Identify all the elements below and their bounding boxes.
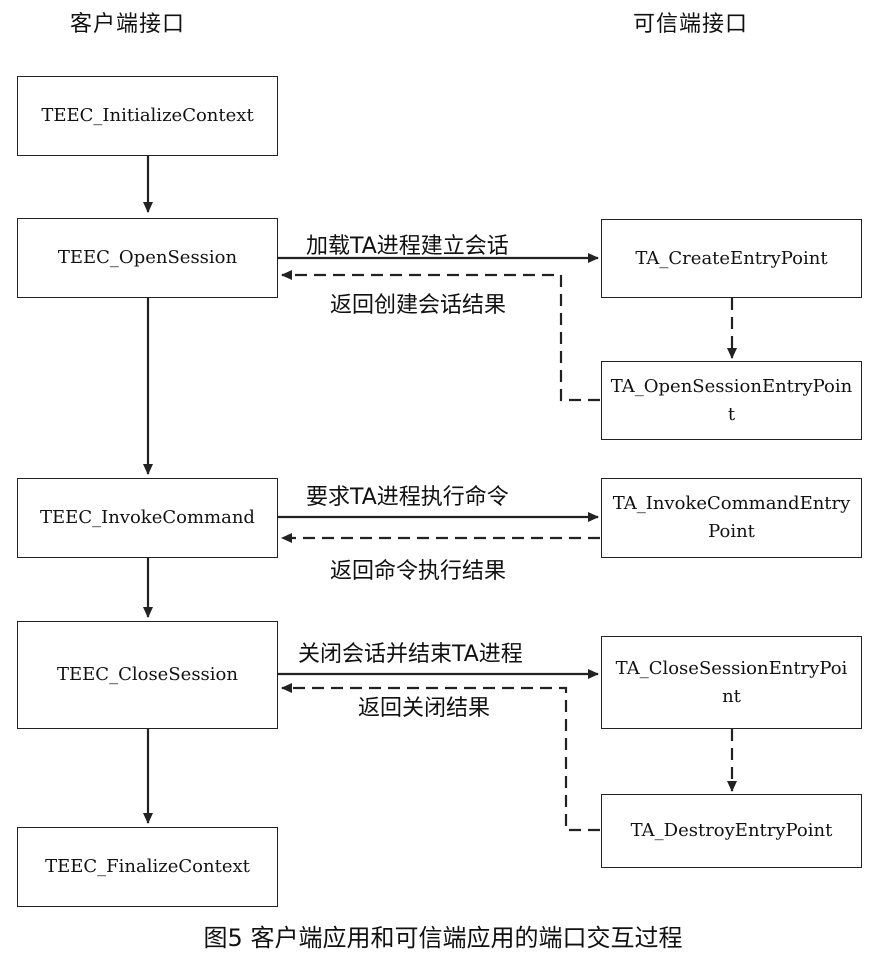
box-label: TA_OpenSessionEntryPoint: [610, 375, 853, 425]
box-label: TEEC_InitializeContext: [41, 105, 254, 126]
label-close-request: 关闭会话并结束TA进程: [298, 642, 523, 667]
box-ta-close-session-entry-point: TA_CloseSessionEntryPoint: [601, 636, 862, 729]
box-label: TEEC_CloseSession: [57, 664, 238, 685]
box-teec-open-session: TEEC_OpenSession: [17, 218, 278, 298]
client-heading: 客户端接口: [70, 12, 186, 37]
box-label: TEEC_InvokeCommand: [40, 507, 255, 528]
label-close-response: 返回关闭结果: [358, 696, 491, 721]
box-label: TA_DestroyEntryPoint: [630, 820, 833, 841]
figure-caption: 图5 客户端应用和可信端应用的端口交互过程: [203, 924, 683, 952]
box-teec-initialize-context: TEEC_InitializeContext: [17, 76, 278, 156]
label-open-response: 返回创建会话结果: [330, 293, 507, 318]
box-label: TEEC_FinalizeContext: [45, 856, 250, 877]
box-label: TEEC_OpenSession: [57, 247, 238, 268]
box-label: TA_CloseSessionEntryPoint: [615, 657, 848, 707]
arrow-open-response: [281, 270, 600, 402]
box-ta-destroy-entry-point: TA_DestroyEntryPoint: [601, 794, 862, 868]
label-open-request: 加载TA进程建立会话: [306, 234, 509, 259]
box-ta-open-session-entry-point: TA_OpenSessionEntryPoint: [601, 361, 862, 440]
box-ta-invoke-command-entry-point: TA_InvokeCommandEntryPoint: [601, 478, 862, 558]
box-teec-invoke-command: TEEC_InvokeCommand: [17, 478, 278, 558]
box-label: TA_CreateEntryPoint: [635, 247, 828, 269]
label-invoke-request: 要求TA进程执行命令: [306, 485, 509, 510]
label-invoke-response: 返回命令执行结果: [330, 559, 507, 584]
box-teec-close-session: TEEC_CloseSession: [17, 621, 278, 729]
box-label: TA_InvokeCommandEntryPoint: [612, 493, 851, 542]
box-ta-create-entry-point: TA_CreateEntryPoint: [601, 219, 862, 298]
box-teec-finalize-context: TEEC_FinalizeContext: [17, 827, 278, 907]
arrow-close-response: [281, 683, 600, 832]
trusted-heading: 可信端接口: [633, 12, 749, 37]
